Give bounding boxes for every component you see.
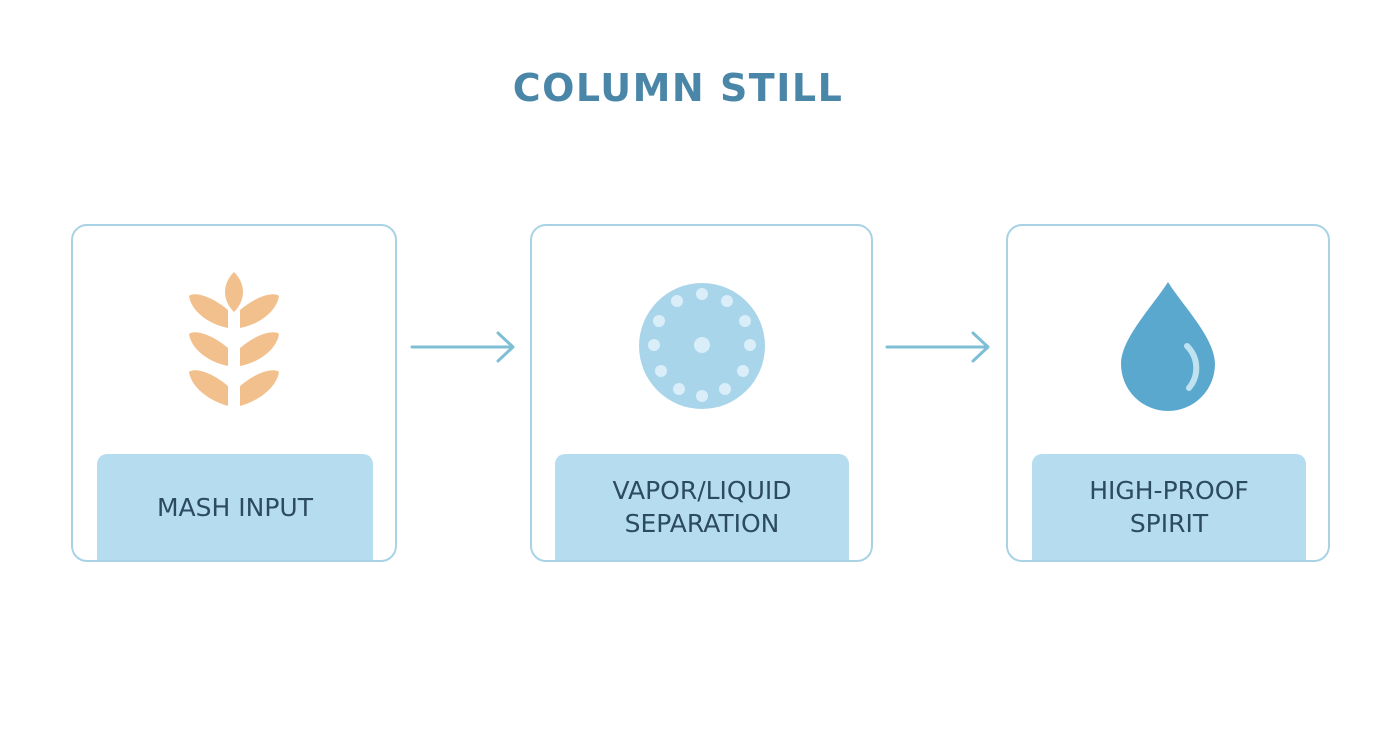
step-label-vapor-liquid-separation: VAPOR/LIQUID SEPARATION [555, 454, 849, 560]
step-card-mash-input: MASH INPUT [71, 224, 397, 562]
diagram-title: COLUMN STILL [512, 66, 844, 110]
arrow-right-icon [885, 331, 990, 363]
perforated-plate-icon [532, 256, 871, 436]
step-card-high-proof-spirit: HIGH-PROOF SPIRIT [1006, 224, 1330, 562]
step-label-mash-input: MASH INPUT [97, 454, 373, 560]
droplet-icon [1008, 256, 1328, 436]
wheat-icon [73, 256, 395, 436]
arrow-right-icon [410, 331, 515, 363]
step-card-vapor-liquid-separation: VAPOR/LIQUID SEPARATION [530, 224, 873, 562]
step-label-high-proof-spirit: HIGH-PROOF SPIRIT [1032, 454, 1306, 560]
